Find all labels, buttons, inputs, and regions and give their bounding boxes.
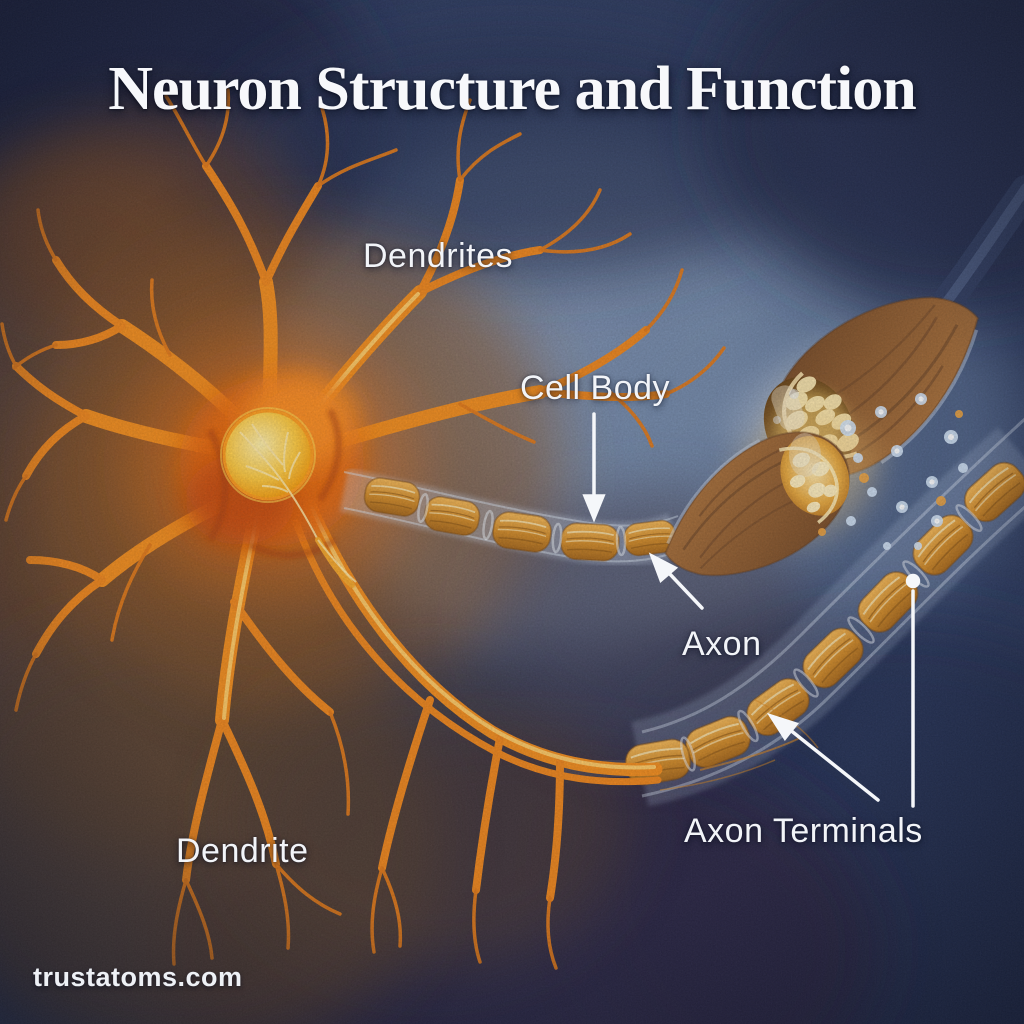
label-dendrite: Dendrite bbox=[176, 832, 309, 870]
annotation-arrows bbox=[582, 412, 921, 808]
pointer-dot bbox=[905, 573, 921, 589]
cell-body-arrow bbox=[582, 412, 606, 523]
label-axon: Axon bbox=[682, 625, 762, 663]
axon-terminals-arrow bbox=[766, 712, 880, 802]
watermark: trustatoms.com bbox=[33, 962, 243, 992]
label-cell-body: Cell Body bbox=[520, 369, 671, 407]
label-dendrites: Dendrites bbox=[363, 237, 514, 275]
label-axon-terminals: Axon Terminals bbox=[684, 812, 923, 850]
axon-arrow bbox=[648, 552, 704, 610]
axon-terminals-pointer-line bbox=[905, 573, 921, 808]
page-title: Neuron Structure and Function bbox=[108, 55, 917, 123]
